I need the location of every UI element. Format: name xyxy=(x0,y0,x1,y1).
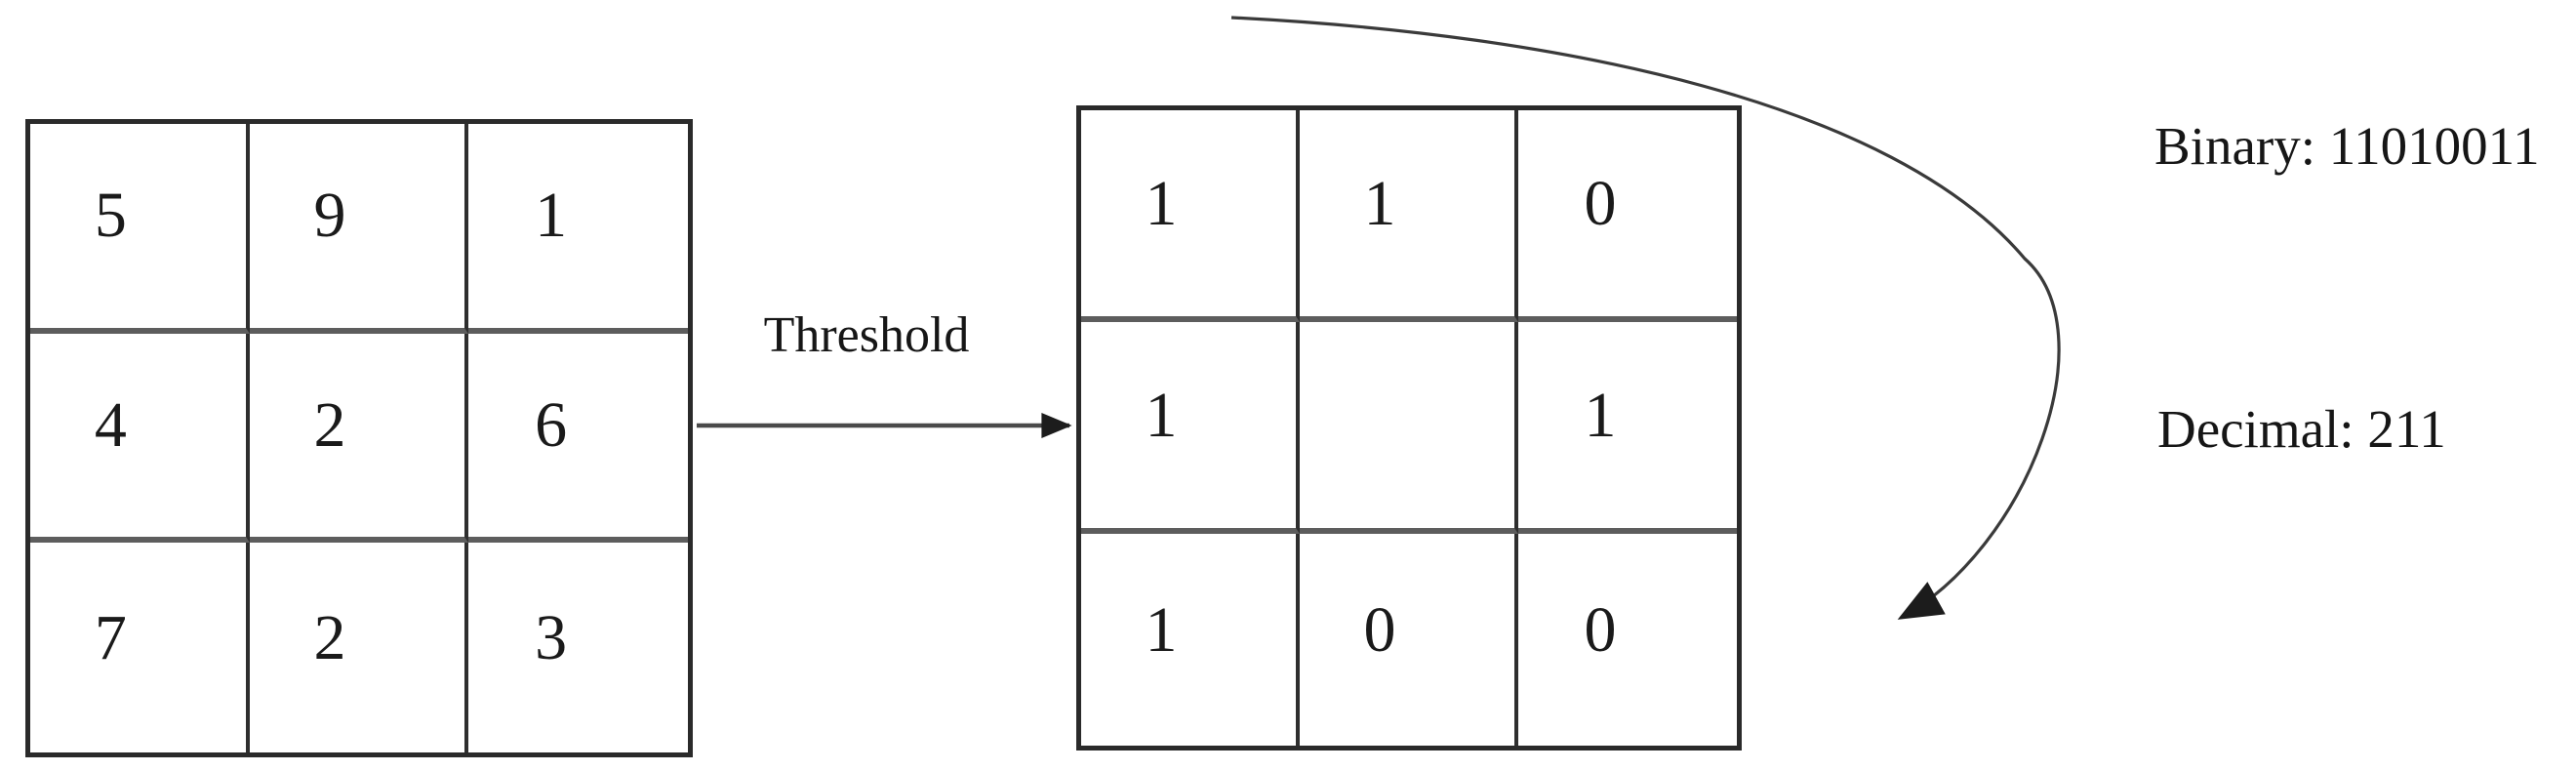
cell-value: 2 xyxy=(313,388,346,461)
input-cell-r2c2: 2 xyxy=(249,333,469,544)
threshold-label: Threshold xyxy=(763,307,970,363)
output-cell-r3c3: 0 xyxy=(1518,534,1737,746)
cell-value: 0 xyxy=(1584,593,1617,666)
input-cell-r3c2: 2 xyxy=(250,543,469,752)
output-cell-r3c2: 0 xyxy=(1300,534,1518,746)
cell-value: 0 xyxy=(1584,167,1617,239)
input-cell-r3c1: 7 xyxy=(30,543,250,752)
cell-value: 7 xyxy=(94,601,127,673)
cell-value: 2 xyxy=(313,601,346,673)
cell-value: 6 xyxy=(535,388,568,461)
cell-value: 5 xyxy=(94,180,127,252)
output-cell-r1c1: 1 xyxy=(1081,110,1300,322)
output-grid: 1 1 0 1 1 1 0 0 xyxy=(1076,105,1742,751)
cell-value: 1 xyxy=(1584,379,1617,451)
output-cell-r3c1: 1 xyxy=(1081,534,1300,746)
input-cell-r3c3: 3 xyxy=(468,543,688,752)
cell-value: 1 xyxy=(1363,167,1396,239)
cell-value: 0 xyxy=(1363,593,1396,666)
output-cell-r1c2: 1 xyxy=(1300,110,1518,322)
output-cell-r2c3: 1 xyxy=(1518,322,1737,534)
output-cell-r1c3: 0 xyxy=(1518,110,1737,322)
output-cell-r2c1: 1 xyxy=(1081,322,1300,534)
cell-value: 3 xyxy=(535,601,568,673)
cell-value: 1 xyxy=(1145,593,1178,666)
input-grid: 5 9 1 4 2 6 7 2 3 xyxy=(25,119,693,757)
input-cell-r1c2: 9 xyxy=(249,124,469,334)
cell-value: 4 xyxy=(94,388,127,461)
cell-value: 1 xyxy=(535,180,568,252)
decimal-result-label: Decimal: 211 xyxy=(2157,399,2446,459)
binary-result-label: Binary: 11010011 xyxy=(2154,116,2540,176)
cell-value: 1 xyxy=(1145,379,1178,451)
output-cell-r2c2-center-empty xyxy=(1300,322,1518,534)
input-cell-r1c1: 5 xyxy=(30,124,250,334)
cell-value: 9 xyxy=(313,180,346,252)
input-cell-r2c1: 4 xyxy=(30,333,250,544)
input-cell-r2c3: 6 xyxy=(468,334,688,544)
input-cell-r1c3: 1 xyxy=(468,124,688,334)
cell-value: 1 xyxy=(1145,167,1178,239)
